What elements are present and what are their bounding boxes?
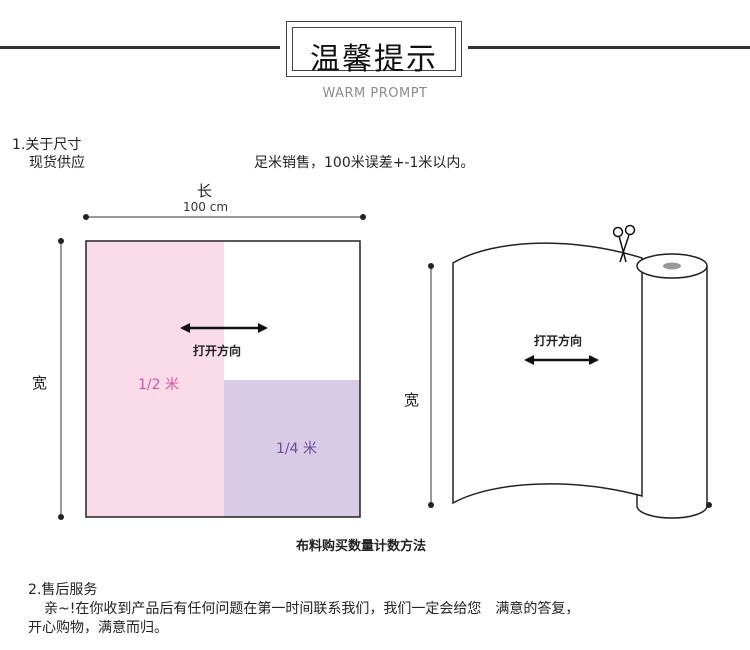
length-value: 100 cm	[183, 200, 229, 214]
direction-arrow-head-right	[258, 323, 268, 333]
direction-arrow-head-right-right	[589, 355, 599, 365]
title-frame-inner: 温馨提示	[292, 27, 456, 77]
direction-arrow-head-left-right	[524, 355, 534, 365]
header-rule-right	[468, 46, 750, 49]
roll-core	[663, 262, 681, 270]
section1-line-prefix: 现货供应	[29, 155, 85, 171]
section2-heading: 2.售后服务	[28, 582, 98, 598]
width-dim-dot-bottom	[58, 514, 64, 520]
length-dim-dot-right	[360, 214, 366, 220]
direction-arrow-head-left	[180, 323, 190, 333]
scissors-icon	[612, 224, 636, 263]
width-dim-dot-top	[58, 238, 64, 244]
direction-label-left: 打开方向	[193, 344, 242, 358]
quarter-meter-area	[224, 380, 360, 517]
length-label: 长	[197, 182, 213, 200]
right-bottom-dot	[706, 502, 712, 508]
width-label-right: 宽	[404, 391, 420, 409]
title-frame: 温馨提示	[286, 21, 462, 77]
quarter-meter-label: 1/4 米	[276, 441, 317, 457]
section1-line-rest: 足米销售，100米误差+-1米以内。	[254, 155, 475, 171]
direction-label-right: 打开方向	[534, 334, 583, 348]
right-width-dot-top	[428, 263, 434, 269]
length-dim-dot-left	[83, 214, 89, 220]
diagram-caption: 布料购买数量计数方法	[296, 539, 427, 554]
roll-body	[636, 266, 708, 519]
right-width-dot-bottom	[428, 502, 434, 508]
fabric-outline	[85, 240, 361, 518]
half-meter-label: 1/2 米	[138, 377, 179, 393]
header-rule-left	[0, 46, 280, 49]
section1-heading: 1.关于尺寸	[12, 137, 82, 153]
page-title: 温馨提示	[310, 42, 438, 77]
width-label-left: 宽	[32, 374, 48, 392]
section2-line2: 开心购物，满意而归。	[28, 620, 168, 636]
half-meter-area	[86, 241, 224, 517]
section2-line1: 亲~!在你收到产品后有任何问题在第一时间联系我们，我们一定会给您 满意的答复，	[44, 601, 580, 617]
page-subtitle: WARM PROMPT	[322, 86, 428, 101]
fabric-sheet	[452, 242, 643, 505]
